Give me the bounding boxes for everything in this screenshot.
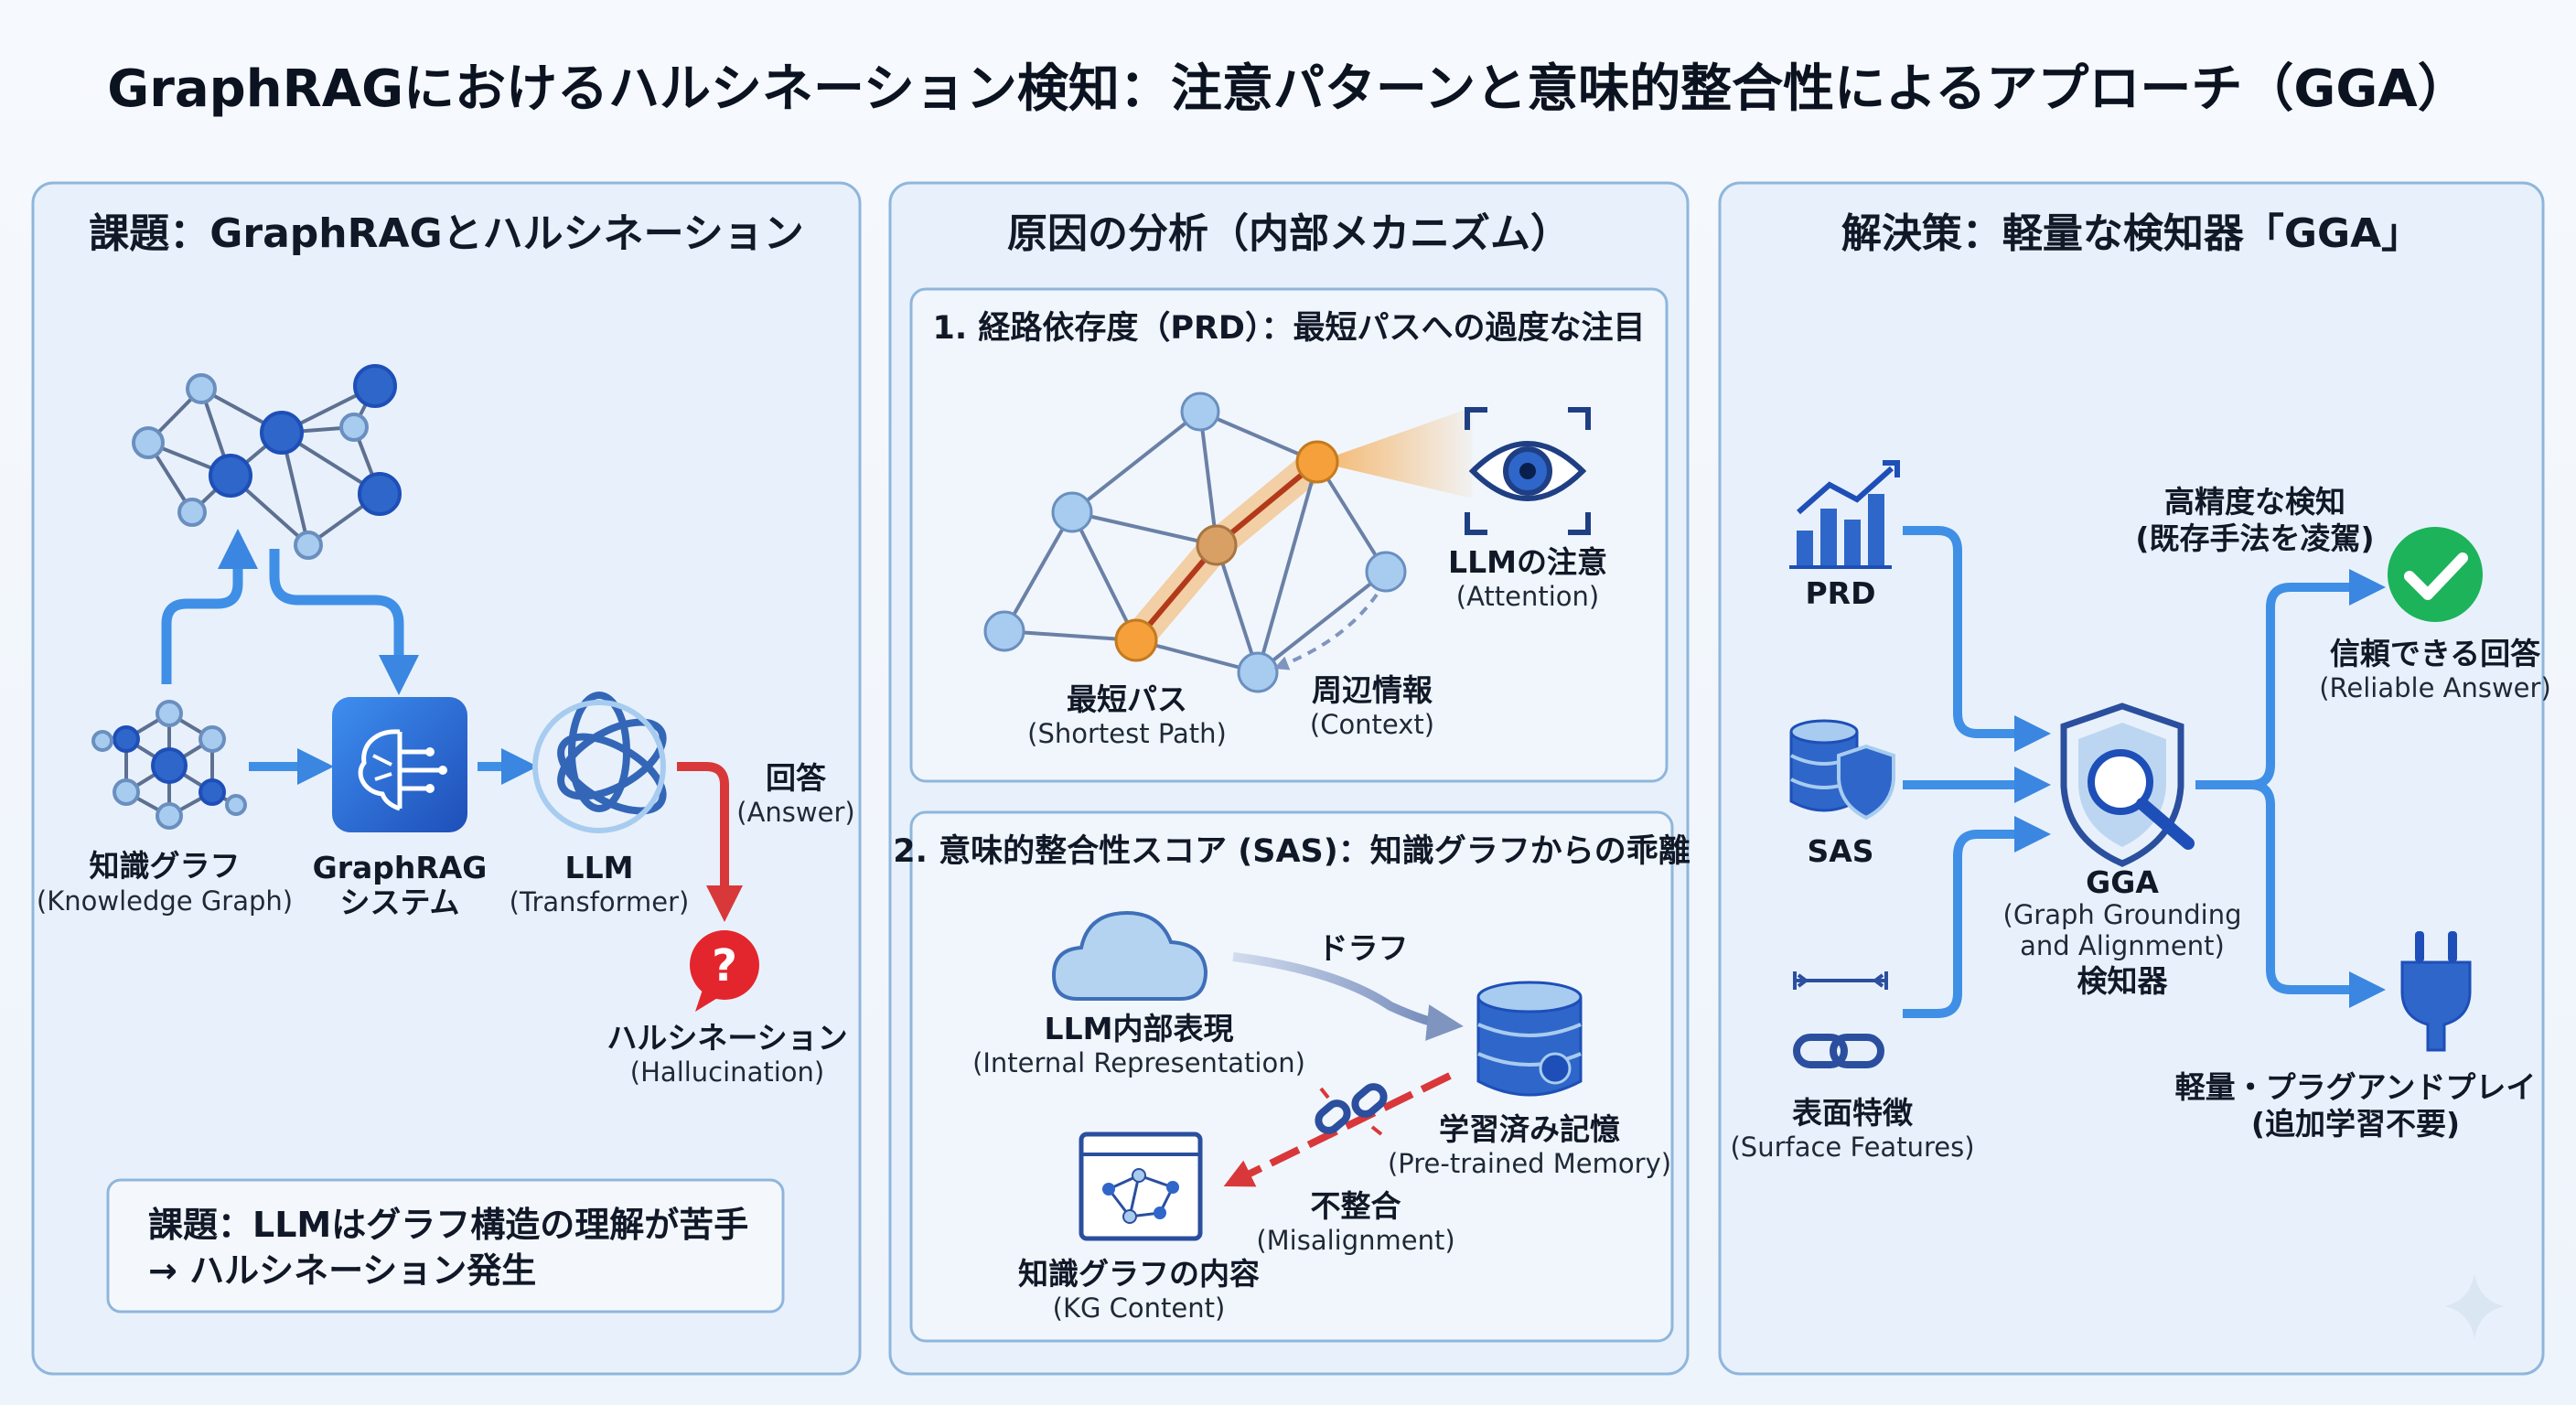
sas-heading: 2. 意味的整合性スコア (SAS)：知識グラフからの乖離 xyxy=(893,833,1690,870)
answer-arrow xyxy=(677,762,743,922)
arrow-graph-to-graphrag xyxy=(269,549,419,695)
surface-label: 表面特徴 xyxy=(1792,1095,1914,1131)
page-title: GraphRAGにおけるハルシネーション検知：注意パターンと意味的整合性によるア… xyxy=(107,59,2468,119)
question-bubble-icon: ? xyxy=(690,930,759,1012)
llm-knot-icon xyxy=(532,692,667,833)
llm-sub-label: (Transformer) xyxy=(510,886,690,917)
cloud-icon xyxy=(1051,910,1208,1001)
bar-chart-icon xyxy=(1789,460,1900,569)
hallucination-sub-label: (Hallucination) xyxy=(630,1056,824,1088)
graphrag-brain-icon xyxy=(332,697,467,832)
gga-sub-3: 検知器 xyxy=(2077,963,2169,999)
check-icon xyxy=(2388,527,2483,622)
database-shield-icon xyxy=(1789,719,1895,820)
memory-sub-label: (Pre-trained Memory) xyxy=(1388,1148,1671,1179)
attention-sub-label: (Attention) xyxy=(1456,581,1599,612)
context-label: 周辺情報 xyxy=(1312,672,1433,708)
panel-solution: 解決策：軽量な検知器「GGA」 PRD SAS 表面特徴 xyxy=(1718,181,2551,1376)
misalignment-arrow xyxy=(1223,1072,1452,1187)
precision-line-1: 高精度な検知 xyxy=(2164,484,2345,520)
link-icon xyxy=(1793,971,1888,1068)
gga-sub-2: and Alignment) xyxy=(2020,930,2225,961)
drift-arrow xyxy=(1232,952,1464,1041)
prd-label: PRD xyxy=(1806,575,1876,611)
shortest-path-label: 最短パス xyxy=(1067,681,1187,717)
graphrag-sub-label: システム xyxy=(339,885,459,920)
graphrag-label: GraphRAG xyxy=(313,850,488,885)
kg-label: 知識グラフ xyxy=(90,848,241,884)
reliable-label: 信頼できる回答 xyxy=(2330,636,2541,671)
answer-sub-label: (Answer) xyxy=(736,797,854,828)
context-sub-label: (Context) xyxy=(1310,709,1434,740)
panel-cause: 原因の分析（内部メカニズム） 1. 経路依存度（PRD）：最短パスへの過度な注目 xyxy=(888,181,1690,1376)
knowledge-graph-icon xyxy=(91,700,247,830)
arrow-prd-to-gga xyxy=(1903,526,2051,752)
broken-link-icon xyxy=(1315,1083,1388,1136)
issue-box xyxy=(106,1178,785,1314)
surface-sub-label: (Surface Features) xyxy=(1730,1132,1974,1163)
prd-box xyxy=(909,287,1669,783)
database-icon xyxy=(1476,981,1583,1097)
shortest-path-sub-label: (Shortest Path) xyxy=(1027,718,1227,749)
internal-label: LLM内部表現 xyxy=(1045,1011,1234,1046)
answer-label: 回答 xyxy=(766,760,827,796)
prd-heading: 1. 経路依存度（PRD）：最短パスへの過度な注目 xyxy=(933,310,1646,347)
memory-label: 学習済み記憶 xyxy=(1439,1111,1620,1147)
misalignment-label: 不整合 xyxy=(1311,1188,1401,1224)
arrow-surface-to-gga xyxy=(1903,816,2051,1018)
llm-label: LLM xyxy=(565,850,634,885)
eye-icon xyxy=(1465,407,1591,535)
panel-cause-heading: 原因の分析（内部メカニズム） xyxy=(1007,210,1571,257)
internal-sub-label: (Internal Representation) xyxy=(972,1047,1305,1078)
issue-line-1: 課題：LLMはグラフ構造の理解が苦手 xyxy=(148,1205,748,1245)
plug-line-1: 軽量・プラグアンドプレイ xyxy=(2175,1069,2537,1105)
gga-sub-1: (Graph Grounding xyxy=(2003,899,2242,930)
svg-text:?: ? xyxy=(712,940,737,992)
attention-beam xyxy=(1317,407,1473,499)
reliable-sub-label: (Reliable Answer) xyxy=(2319,672,2551,703)
graph-window-icon xyxy=(1079,1132,1203,1241)
misalignment-sub-label: (Misalignment) xyxy=(1256,1225,1454,1256)
sas-label: SAS xyxy=(1807,833,1873,869)
issue-line-2: → ハルシネーション発生 xyxy=(148,1250,536,1291)
shield-search-icon xyxy=(2060,702,2195,867)
panel-problem: 課題：GraphRAGとハルシネーション xyxy=(31,181,862,1376)
panel-solution-heading: 解決策：軽量な検知器「GGA」 xyxy=(1841,210,2421,257)
hallucination-label: ハルシネーション xyxy=(606,1020,847,1056)
plug-icon xyxy=(2400,931,2472,1052)
attention-label: LLMの注意 xyxy=(1448,544,1607,580)
drift-label: ドラフ xyxy=(1318,930,1409,966)
top-knowledge-graph xyxy=(132,364,402,560)
prd-graph-nodes xyxy=(983,391,1407,693)
arrow-gga-to-plug xyxy=(2249,780,2386,1008)
gga-label: GGA xyxy=(2086,864,2159,900)
context-dashed-arrow xyxy=(1273,593,1379,670)
kg-content-label: 知識グラフの内容 xyxy=(1018,1256,1260,1292)
panel-problem-heading: 課題：GraphRAGとハルシネーション xyxy=(89,210,804,257)
kg-content-sub-label: (KG Content) xyxy=(1053,1292,1226,1324)
kg-sub-label: (Knowledge Graph) xyxy=(37,885,293,917)
sparkle-icon xyxy=(2444,1273,2505,1339)
precision-line-2: (既存手法を凌駕) xyxy=(2135,520,2374,556)
plug-line-2: (追加学習不要) xyxy=(2251,1106,2460,1142)
arrow-kg-to-graph xyxy=(161,529,258,684)
